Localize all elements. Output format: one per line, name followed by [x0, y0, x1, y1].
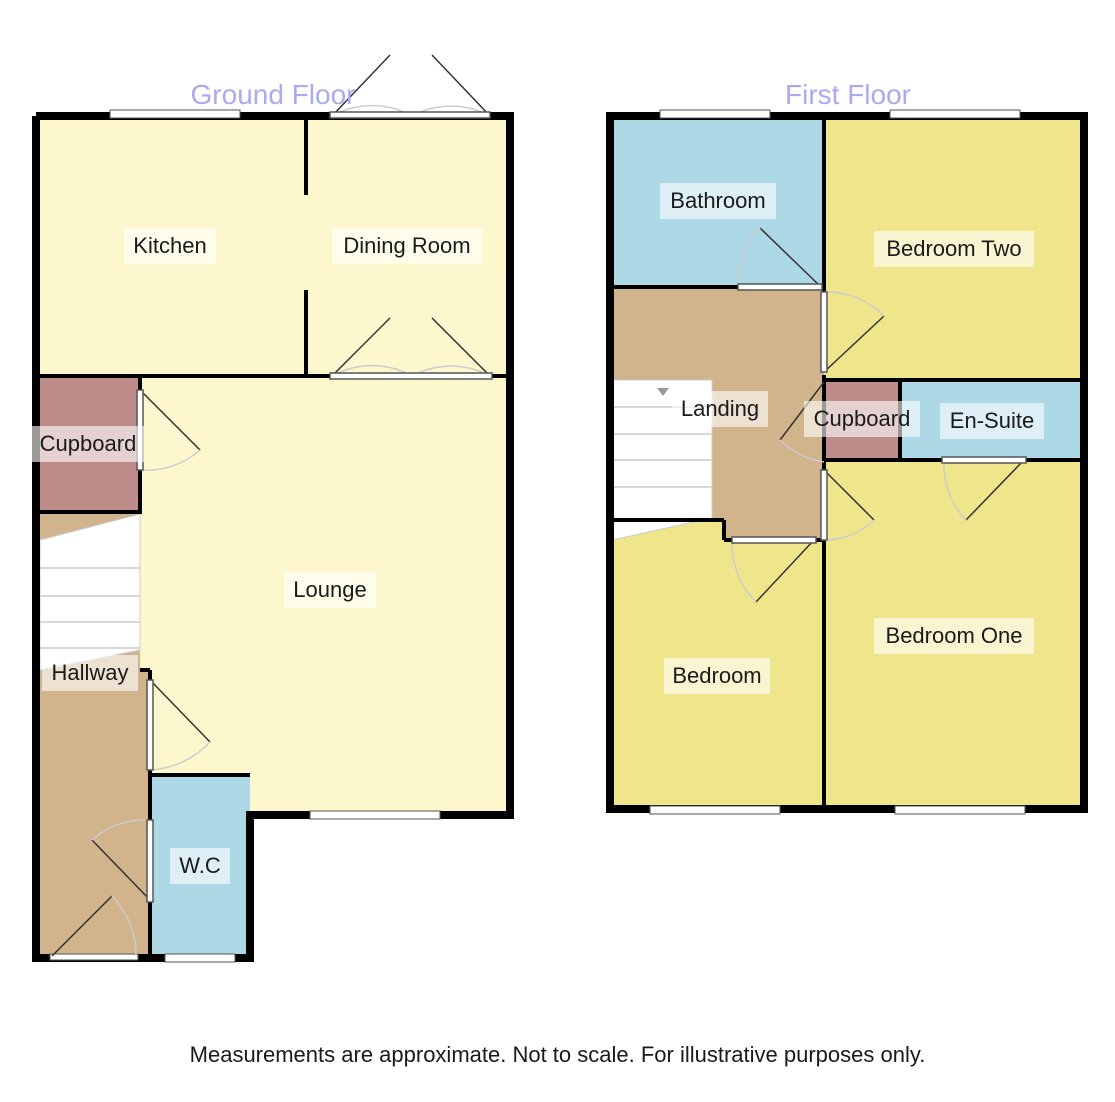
- label-dining-room: Dining Room: [343, 233, 470, 258]
- first-floor-title: First Floor: [785, 79, 911, 110]
- ground-exterior-wall: [32, 112, 514, 962]
- label-landing: Landing: [681, 396, 759, 421]
- first-exterior-wall: [606, 112, 1088, 813]
- ground-floor: [32, 54, 514, 963]
- ground-stairs: [39, 513, 141, 671]
- first-doors: [731, 227, 1027, 603]
- label-lounge: Lounge: [293, 577, 366, 602]
- ground-floor-title: Ground Floor: [191, 79, 356, 110]
- label-bedroom-two: Bedroom Two: [886, 236, 1021, 261]
- first-floor: [606, 109, 1088, 815]
- first-windows: [649, 109, 1026, 815]
- label-wc: W.C: [179, 853, 221, 878]
- stair-arrow-icon: [657, 388, 669, 396]
- label-en-suite: En-Suite: [950, 408, 1034, 433]
- ground-interior-walls: [36, 116, 510, 958]
- label-bathroom: Bathroom: [670, 188, 765, 213]
- label-bedroom-one: Bedroom One: [886, 623, 1023, 648]
- label-kitchen: Kitchen: [133, 233, 206, 258]
- label-cupboard-ground: Cupboard: [40, 431, 137, 456]
- ground-windows: [49, 109, 441, 963]
- label-bedroom: Bedroom: [672, 663, 761, 688]
- label-hallway: Hallway: [51, 660, 128, 685]
- ground-stair-treads: [40, 567, 140, 649]
- disclaimer-text: Measurements are approximate. Not to sca…: [189, 1042, 926, 1067]
- room-labels: Kitchen Dining Room Cupboard Lounge Hall…: [30, 183, 1044, 884]
- label-cupboard-first: Cupboard: [814, 406, 911, 431]
